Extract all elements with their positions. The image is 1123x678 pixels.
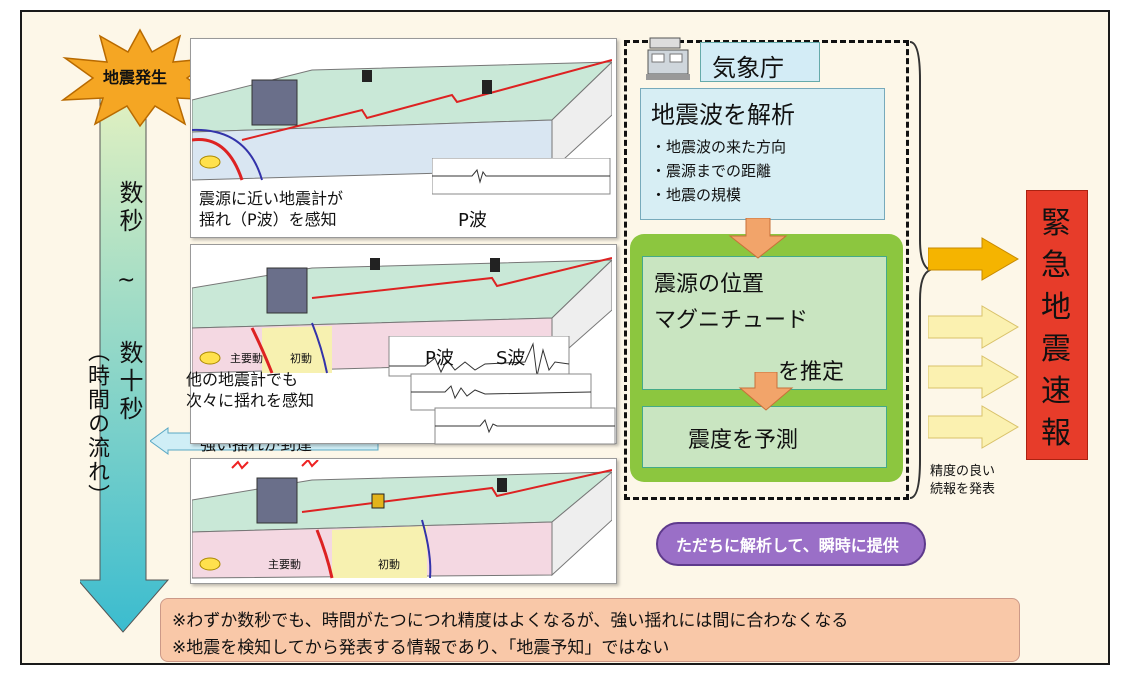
immediate-ellipse <box>656 522 926 566</box>
eew-char-3: 地 <box>1041 290 1071 325</box>
analysis-item-distance: ・震源までの距離 <box>651 162 772 180</box>
eew-char-5: 速 <box>1041 374 1071 409</box>
panel2-initial-motion: 初動 <box>290 352 312 365</box>
timeline-seconds: 数秒 <box>115 180 143 236</box>
eew-char-1: 緊 <box>1041 206 1071 241</box>
notes-box <box>160 598 1020 662</box>
immediate-label: ただちに解析して、瞬時に提供 <box>676 536 899 555</box>
estimate-line3: を推定 <box>778 360 845 385</box>
followup-line2: 続報を発表 <box>930 482 996 497</box>
panel1-caption-line1: 震源に近い地震計が <box>199 189 344 208</box>
earthquake-occurrence-label: 地震発生 <box>103 68 168 87</box>
note-2: ※地震を検知してから発表する情報であり、「地震予知」ではない <box>172 638 670 658</box>
estimate-line2: マグニチュード <box>654 308 809 333</box>
seismogram-1 <box>432 158 611 195</box>
computer-icon <box>646 37 690 80</box>
jma-label: 気象庁 <box>712 54 784 82</box>
followup-line1: 精度の良い <box>930 464 996 479</box>
panel3-initial-motion: 初動 <box>378 558 400 571</box>
panel1-caption-line2: 揺れ（P波）を感知 <box>199 210 337 229</box>
panel2-main-motion: 主要動 <box>230 352 263 365</box>
eew-char-6: 報 <box>1041 416 1071 451</box>
timeline-tilde: ~ <box>117 268 136 293</box>
analysis-item-direction: ・地震波の来た方向 <box>651 138 787 156</box>
analysis-title: 地震波を解析 <box>651 101 795 129</box>
panel2-caption-line1: 他の地震計でも <box>186 370 299 389</box>
terrain-block-2 <box>192 257 612 374</box>
arrow-followup-2 <box>928 355 1019 399</box>
jma-dashed-region <box>624 40 909 500</box>
predict-label: 震度を予測 <box>688 428 799 453</box>
analysis-item-scale: ・地震の規模 <box>651 186 742 204</box>
eew-box <box>1026 190 1088 460</box>
arrow-first-report <box>928 237 1019 281</box>
down-arrow-analysis <box>728 218 788 259</box>
panel2-caption-line2: 次々に揺れを感知 <box>186 391 315 410</box>
seismogram-stack <box>388 336 616 445</box>
arrow-followup-1 <box>928 305 1019 349</box>
down-arrow-estimate <box>738 372 794 411</box>
panel2-s-wave-label: S波 <box>496 348 526 369</box>
timeline-flow-label: （時間の流れ） <box>84 340 109 508</box>
jma-label-box <box>700 42 820 82</box>
estimate-line1: 震源の位置 <box>654 272 765 297</box>
eew-char-4: 震 <box>1041 332 1071 367</box>
eew-char-2: 急 <box>1041 248 1071 283</box>
note-1: ※わずか数秒でも、時間がたつにつれ精度はよくなるが、強い揺れには間に合わなくなる <box>172 611 849 631</box>
estimate-box <box>642 256 887 390</box>
panel1-wave-label: P波 <box>458 210 487 231</box>
arrow-followup-3 <box>928 405 1019 449</box>
timeline-arrow <box>80 79 170 633</box>
panel3-main-motion: 主要動 <box>268 558 301 571</box>
earthquake-burst-icon <box>60 28 220 128</box>
panel2-p-wave-label: P波 <box>425 348 454 369</box>
timeline-tens-of-seconds: 数十秒 <box>115 340 143 424</box>
terrain-block-3 <box>192 460 612 579</box>
